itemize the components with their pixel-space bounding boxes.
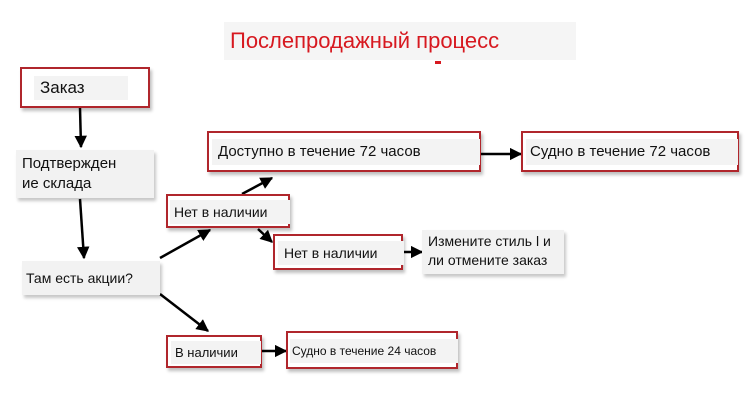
node-out-of-stock-2: Нет в наличии [273, 234, 404, 270]
arrow-out-of-stock-to-available [241, 176, 274, 196]
node-warehouse-confirmation: Подтвержден ие склада [16, 150, 154, 198]
node-change-style-line2: ли отмените заказ [428, 252, 548, 268]
node-change-style-line1: Измените стиль l и [428, 233, 551, 249]
node-change-style-or-cancel: Измените стиль l и ли отмените заказ [422, 230, 564, 274]
arrow-out-of-stock-to-out-of-stock-2 [257, 228, 273, 243]
node-warehouse-confirmation-line1: Подтвержден [22, 155, 117, 172]
arrow-order-to-warehouse [74, 107, 87, 149]
arrow-warehouse-to-promo [77, 198, 90, 260]
node-order: Заказ [20, 67, 150, 108]
node-ship-24h: Судно в течение 24 часов [286, 331, 458, 369]
node-warehouse-confirmation-line2: ие склада [22, 175, 92, 192]
node-ship-72h: Судно в течение 72 часов [521, 131, 739, 172]
title-underline-mark [435, 61, 441, 64]
arrow-promo-to-in-stock [159, 293, 209, 332]
node-promo-check: Там есть акции? [22, 261, 160, 295]
node-available-72h: Доступно в течение 72 часов [207, 131, 481, 172]
arrow-promo-to-out-of-stock [159, 228, 212, 260]
diagram-title: Послепродажный процесс [224, 22, 576, 60]
node-out-of-stock-1: Нет в наличии [166, 194, 290, 228]
node-in-stock: В наличии [166, 335, 262, 368]
